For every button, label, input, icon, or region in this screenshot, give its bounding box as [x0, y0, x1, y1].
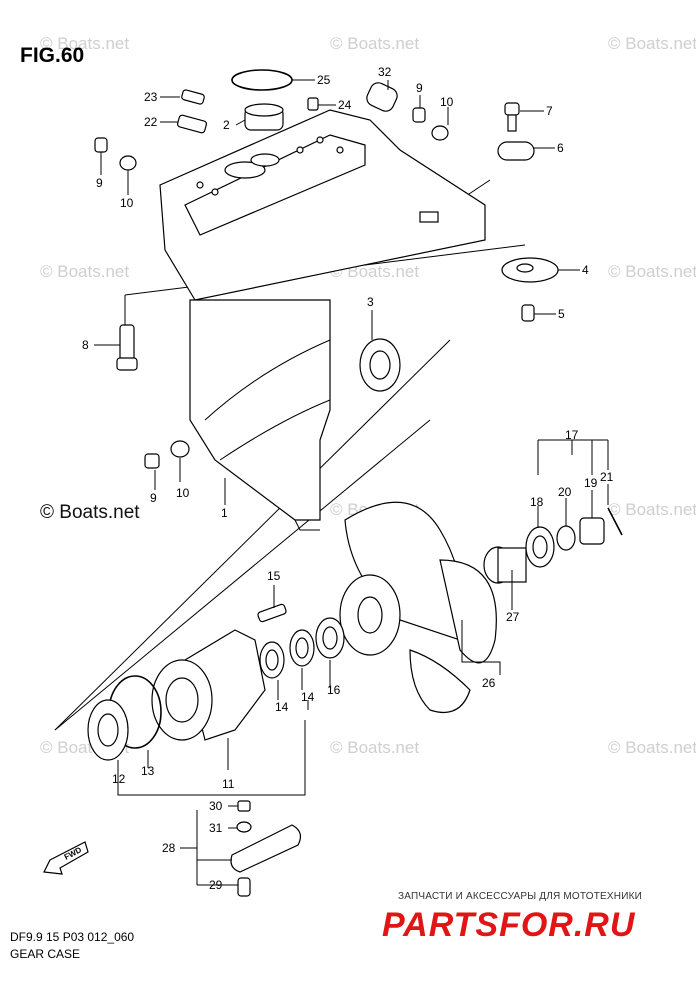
- propeller-shaft-housing-11: [151, 629, 266, 741]
- grommet-10-lower: [170, 440, 190, 458]
- callout-9: 9: [96, 176, 103, 190]
- bolt-9: [412, 107, 426, 123]
- callout-2: 2: [223, 118, 230, 132]
- callout-3: 3: [367, 295, 374, 309]
- watermark-dark: © Boats.net: [40, 502, 140, 523]
- callout-10: 10: [440, 95, 454, 109]
- callout-10: 10: [120, 196, 134, 210]
- guide-line: [54, 419, 431, 731]
- callout-14: 14: [301, 690, 315, 704]
- seal-16: [315, 617, 345, 659]
- bolt-15: [257, 603, 287, 623]
- bearing-3: [359, 338, 401, 392]
- brand-tagline: ЗАПЧАСТИ И АКСЕССУАРЫ ДЛЯ МОТОТЕХНИКИ: [398, 891, 643, 902]
- callout-10: 10: [176, 486, 190, 500]
- callout-13: 13: [141, 764, 155, 778]
- callout-5: 5: [558, 307, 565, 321]
- callout-22: 22: [144, 115, 158, 129]
- shim-23: [181, 89, 205, 105]
- callout-1: 1: [221, 506, 228, 520]
- bolt-5: [521, 304, 535, 322]
- figure-code: DF9.9 15 P03 012_060: [10, 930, 135, 944]
- callout-18: 18: [530, 495, 544, 509]
- grommet-10: [431, 125, 449, 141]
- figure-title: FIG.60: [20, 44, 85, 67]
- callout-9: 9: [416, 81, 423, 95]
- anode-6: [497, 141, 535, 161]
- callout-27: 27: [506, 610, 520, 624]
- circlip: [231, 69, 293, 91]
- callout-7: 7: [546, 104, 553, 118]
- fwd-arrow-icon: [43, 841, 89, 875]
- plate-4: [501, 257, 559, 283]
- callout-15: 15: [267, 569, 281, 583]
- callout-4: 4: [582, 263, 589, 277]
- callout-28: 28: [162, 841, 176, 855]
- callout-12: 12: [112, 772, 126, 786]
- cotter-pin-21: [607, 507, 623, 536]
- callout-19: 19: [584, 476, 598, 490]
- callout-8: 8: [82, 338, 89, 352]
- bolt-7: [504, 102, 520, 132]
- callout-25: 25: [317, 73, 331, 87]
- callout-32: 32: [378, 65, 392, 79]
- watermark: © Boats.net: [608, 500, 696, 519]
- callout-30: 30: [209, 799, 223, 813]
- callout-17: 17: [565, 428, 579, 442]
- washer-31: [236, 821, 252, 833]
- watermark: © Boats.net: [330, 34, 420, 53]
- callout-6: 6: [557, 141, 564, 155]
- callout-26: 26: [482, 676, 496, 690]
- bolt-9-left: [94, 137, 108, 153]
- watermark: © Boats.net: [40, 262, 130, 281]
- nut-19: [579, 517, 605, 545]
- callout-29: 29: [209, 878, 223, 892]
- figure-name: GEAR CASE: [10, 947, 81, 961]
- callout-31: 31: [209, 821, 223, 835]
- seal-14a: [289, 629, 315, 667]
- callout-20: 20: [558, 485, 572, 499]
- watermark: © Boats.net: [330, 738, 420, 757]
- sleeve-32: [366, 82, 398, 112]
- bearing-2: [244, 103, 284, 131]
- spacer-27: [483, 546, 527, 584]
- brand-logo[interactable]: PARTSFOR.RU: [382, 906, 636, 944]
- callout-16: 16: [327, 683, 341, 697]
- bolt-29: [237, 877, 251, 897]
- leader-lines: [94, 79, 609, 886]
- watermark: © Boats.net: [40, 34, 130, 53]
- guide-line: [54, 339, 451, 731]
- nut-30: [237, 800, 251, 812]
- grommet-10-left: [119, 155, 137, 171]
- bolt-8: [116, 324, 138, 371]
- gear-case-housing: [159, 109, 486, 531]
- washer-20: [556, 525, 576, 551]
- shim-22: [176, 114, 208, 134]
- callout-14: 14: [275, 700, 289, 714]
- watermark: © Boats.net: [608, 738, 696, 757]
- watermark: © Boats.net: [608, 262, 696, 281]
- pin-24: [307, 97, 319, 111]
- watermark: © Boats.net: [608, 34, 696, 53]
- callout-9: 9: [150, 491, 157, 505]
- callout-11: 11: [222, 777, 235, 791]
- seal-14b: [259, 641, 285, 679]
- bearing-12: [87, 699, 129, 761]
- propeller: [339, 501, 497, 714]
- callout-21: 21: [600, 470, 614, 484]
- callout-23: 23: [144, 90, 158, 104]
- plate-28: [230, 824, 302, 873]
- callout-24: 24: [338, 98, 352, 112]
- bolt-9-lower: [144, 453, 160, 469]
- washer-18: [525, 526, 555, 568]
